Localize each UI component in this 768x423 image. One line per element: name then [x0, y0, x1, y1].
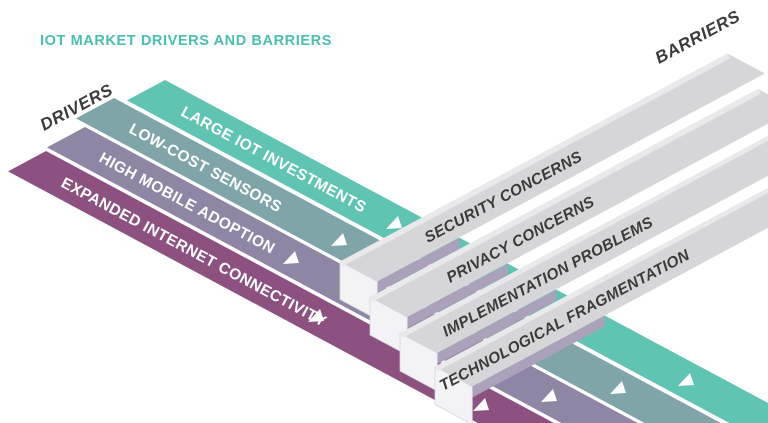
- driver-arrows-after-crossing: [473, 373, 694, 411]
- barrier-band-highlight: [400, 135, 768, 338]
- page-title: IOT MARKET DRIVERS AND BARRIERS: [40, 33, 332, 49]
- barrier-band-highlight: [370, 89, 761, 302]
- driver-arrows-before-crossing: [283, 216, 402, 322]
- barrier-side-face: [437, 290, 556, 364]
- barrier-side-face: [407, 264, 508, 328]
- barrier-side-face: [377, 238, 459, 293]
- barrier-band-highlight: [340, 53, 731, 267]
- barrier-end-face: [434, 365, 473, 423]
- barrier-3d-faces: [339, 238, 605, 423]
- arrow-icon: [331, 233, 347, 246]
- barrier-band-security-concerns: [340, 53, 765, 282]
- arrow-icon: [386, 216, 402, 229]
- arrow-icon: [308, 309, 324, 322]
- arrow-icon: [283, 251, 299, 264]
- barrier-band-privacy-concerns: [370, 89, 768, 317]
- arrow-icon: [678, 373, 694, 386]
- barrier-band-highlight: [435, 187, 768, 372]
- arrow-icon: [610, 381, 626, 394]
- arrow-icon: [541, 389, 557, 402]
- barrier-side-face: [472, 315, 605, 398]
- arrow-icon: [473, 398, 489, 411]
